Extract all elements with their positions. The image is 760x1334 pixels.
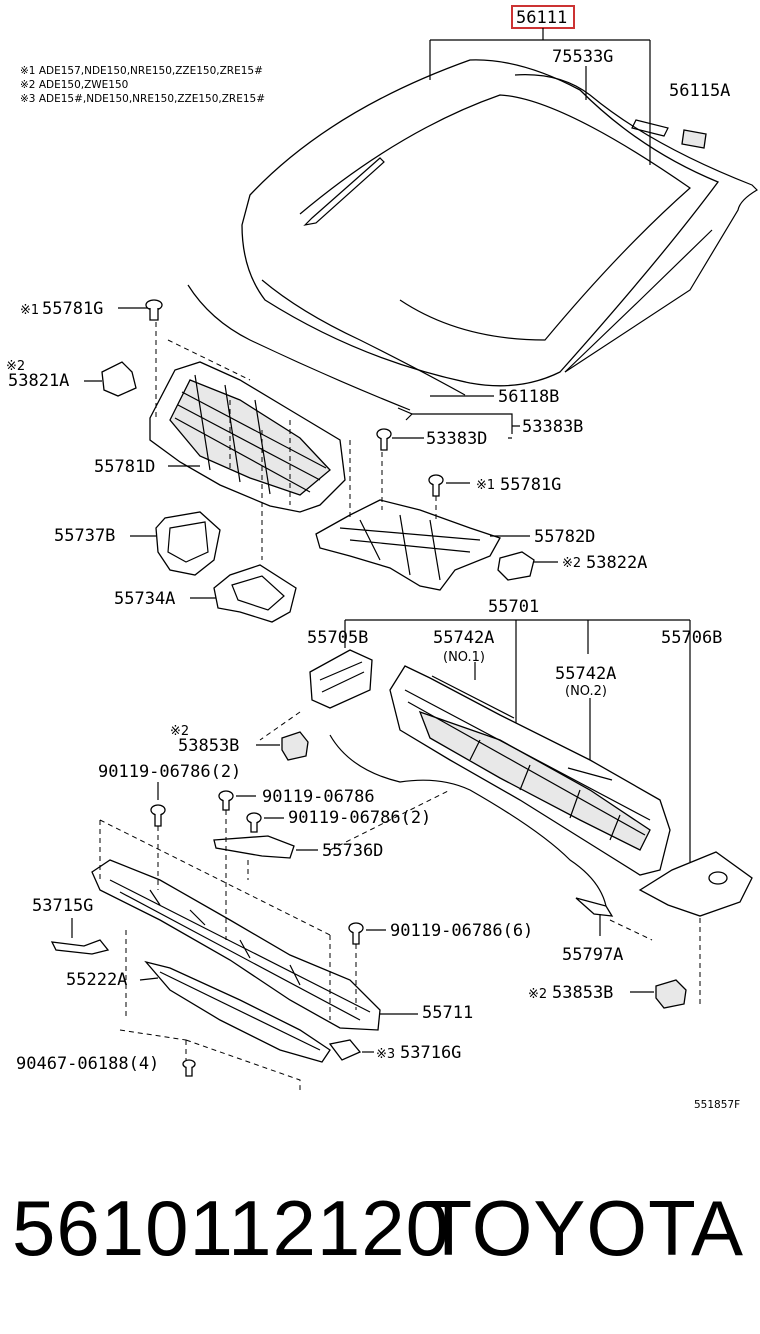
label-53383B: 53383B bbox=[522, 417, 583, 437]
cushion-53853B-bot bbox=[655, 979, 687, 1009]
label-53716G-mark: ※3 bbox=[376, 1047, 395, 1062]
clip-55781G-mid bbox=[428, 474, 444, 497]
label-90467: 90467-06188(4) bbox=[16, 1054, 159, 1074]
label-53853B-bot-mark: ※2 bbox=[528, 987, 547, 1002]
label-55781G-mid-mark: ※1 bbox=[476, 478, 495, 493]
label-53822A: 53822A bbox=[586, 553, 647, 573]
label-55737B: 55737B bbox=[54, 526, 115, 546]
label-75533G: 75533G bbox=[552, 47, 613, 67]
label-55782D: 55782D bbox=[534, 527, 595, 547]
cowl-louver-55781D bbox=[149, 361, 346, 513]
cowl-louver-55782D bbox=[315, 499, 501, 591]
label-55781G-top: 55781G bbox=[42, 299, 103, 319]
clip-55781G-top bbox=[145, 299, 163, 321]
label-53821A: 53821A bbox=[8, 371, 69, 391]
label-53853B-top: 53853B bbox=[178, 736, 239, 756]
label-55734A: 55734A bbox=[114, 589, 175, 609]
footer-part-number: 5610112120 bbox=[12, 1184, 451, 1272]
label-53853B-top-mark: ※2 bbox=[170, 724, 189, 739]
bolt-90119-d bbox=[348, 922, 364, 945]
label-55797A: 55797A bbox=[562, 945, 623, 965]
label-53822A-mark: ※2 bbox=[562, 556, 581, 571]
parts-diagram: ※1 ADE157,NDE150,NRE150,ZZE150,ZRE15# ※2… bbox=[6, 5, 758, 1111]
label-53716G: 53716G bbox=[400, 1043, 461, 1063]
label-53383D: 53383D bbox=[426, 429, 487, 449]
label-53853B-bot: 53853B bbox=[552, 983, 613, 1003]
label-55781G-mid: 55781G bbox=[500, 475, 561, 495]
bolt-90119-a bbox=[150, 804, 166, 827]
label-55711: 55711 bbox=[422, 1003, 473, 1023]
label-90119-d: 90119-06786(6) bbox=[390, 921, 533, 941]
clip-53383D bbox=[376, 428, 392, 451]
seal-55734A bbox=[213, 564, 297, 623]
seal-55737B bbox=[155, 511, 221, 576]
label-55742A-1-sub: (NO.1) bbox=[443, 650, 485, 665]
bracket-55736D bbox=[213, 835, 295, 859]
label-55705B: 55705B bbox=[307, 628, 368, 648]
label-55781G-top-mark: ※1 bbox=[20, 303, 39, 318]
lower-panel-55222A bbox=[91, 859, 381, 1031]
cushion-53853B-top bbox=[281, 731, 309, 761]
label-55222A: 55222A bbox=[66, 970, 127, 990]
bolt-90119-b bbox=[218, 790, 234, 811]
footer: 5610112120 TOYOTA bbox=[0, 1178, 760, 1288]
label-55736D: 55736D bbox=[322, 841, 383, 861]
note-1: ※1 ADE157,NDE150,NRE150,ZZE150,ZRE15# bbox=[20, 65, 263, 77]
label-56118B: 56118B bbox=[498, 387, 559, 407]
cowl-top-panel-55701 bbox=[389, 665, 671, 876]
bolt-90119-c bbox=[246, 812, 262, 833]
bracket-53822A bbox=[497, 551, 535, 581]
label-90119-b: 90119-06786 bbox=[262, 787, 375, 807]
label-53821A-mark: ※2 bbox=[6, 359, 25, 374]
windshield-glass bbox=[187, 59, 758, 411]
label-55706B: 55706B bbox=[661, 628, 722, 648]
label-55701: 55701 bbox=[488, 597, 539, 617]
note-2: ※2 ADE150,ZWE150 bbox=[20, 79, 128, 91]
label-56111: 56111 bbox=[516, 8, 567, 28]
bracket-55705B bbox=[309, 649, 373, 709]
label-90119-a: 90119-06786(2) bbox=[98, 762, 241, 782]
bracket-53716G bbox=[328, 1039, 362, 1061]
label-55742A-2-sub: (NO.2) bbox=[565, 684, 607, 699]
label-53715G: 53715G bbox=[32, 896, 93, 916]
bracket-55706B bbox=[638, 851, 753, 917]
label-55781D: 55781D bbox=[94, 457, 155, 477]
bracket-53715G bbox=[50, 939, 110, 955]
label-56115A: 56115A bbox=[669, 81, 730, 101]
clip-90467 bbox=[182, 1059, 196, 1077]
note-3: ※3 ADE15#,NDE150,NRE150,ZZE150,ZRE15# bbox=[20, 93, 265, 105]
label-55742A-2: 55742A bbox=[555, 664, 616, 684]
footer-brand: TOYOTA bbox=[424, 1184, 744, 1272]
reference-code: 551857F bbox=[694, 1099, 740, 1111]
label-55742A-1: 55742A bbox=[433, 628, 494, 648]
lower-cover-55222A bbox=[144, 960, 331, 1063]
bracket-53821A bbox=[101, 361, 137, 397]
label-90119-c: 90119-06786(2) bbox=[288, 808, 431, 828]
